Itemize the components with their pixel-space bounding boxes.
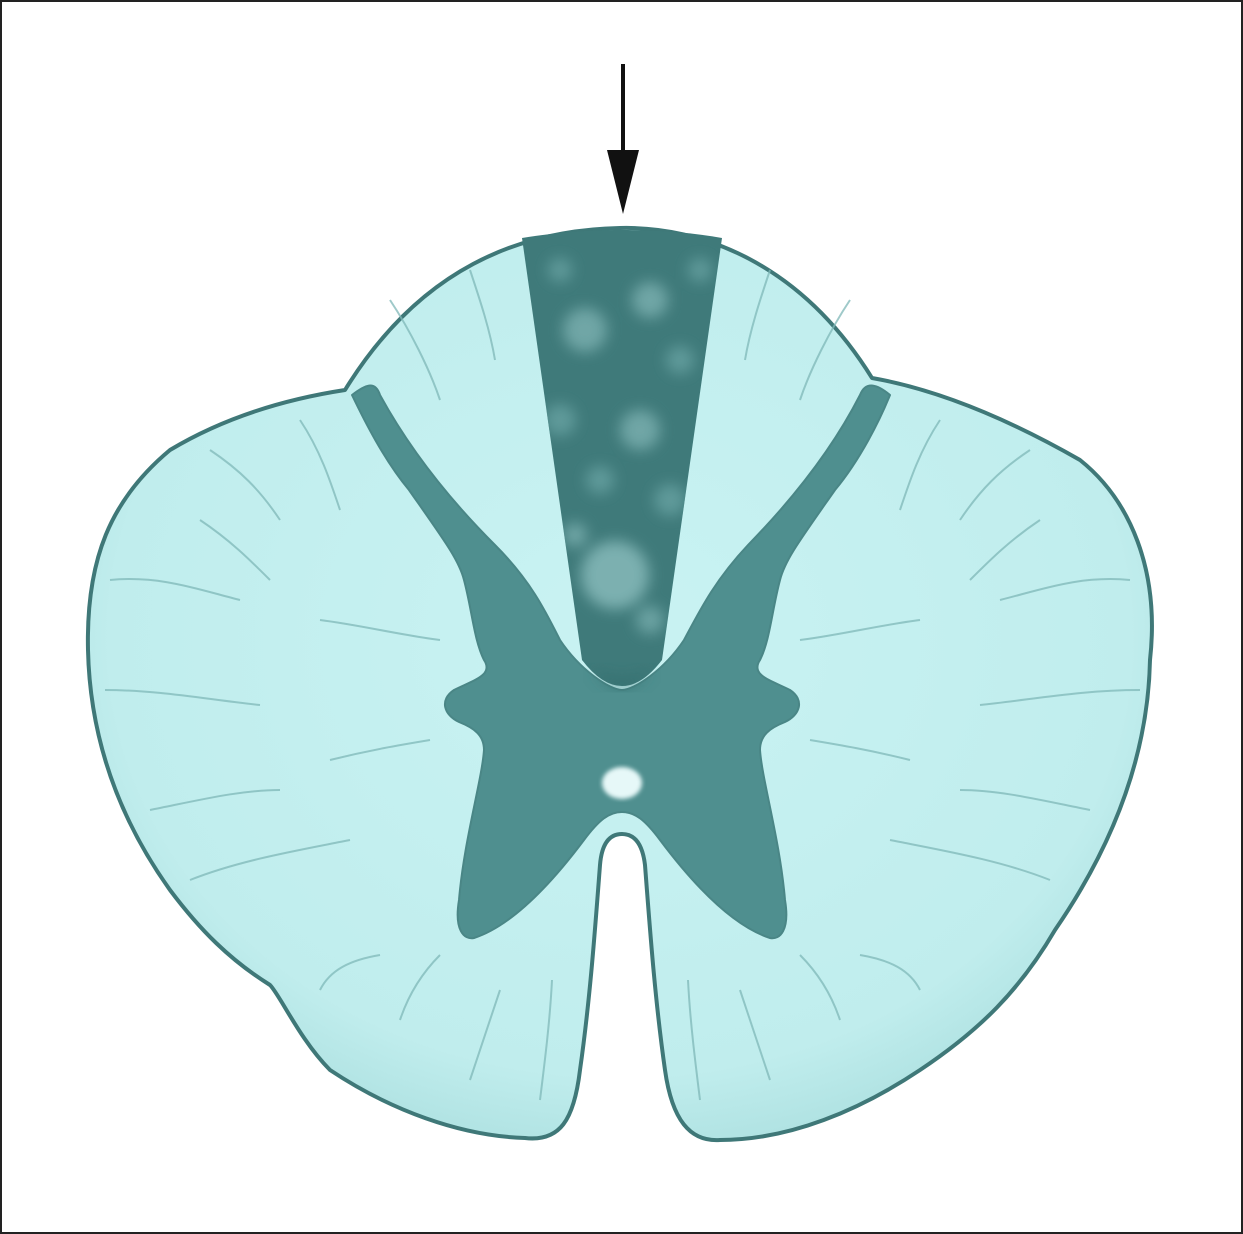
down-arrow-icon bbox=[607, 64, 639, 214]
central-canal bbox=[602, 767, 642, 799]
